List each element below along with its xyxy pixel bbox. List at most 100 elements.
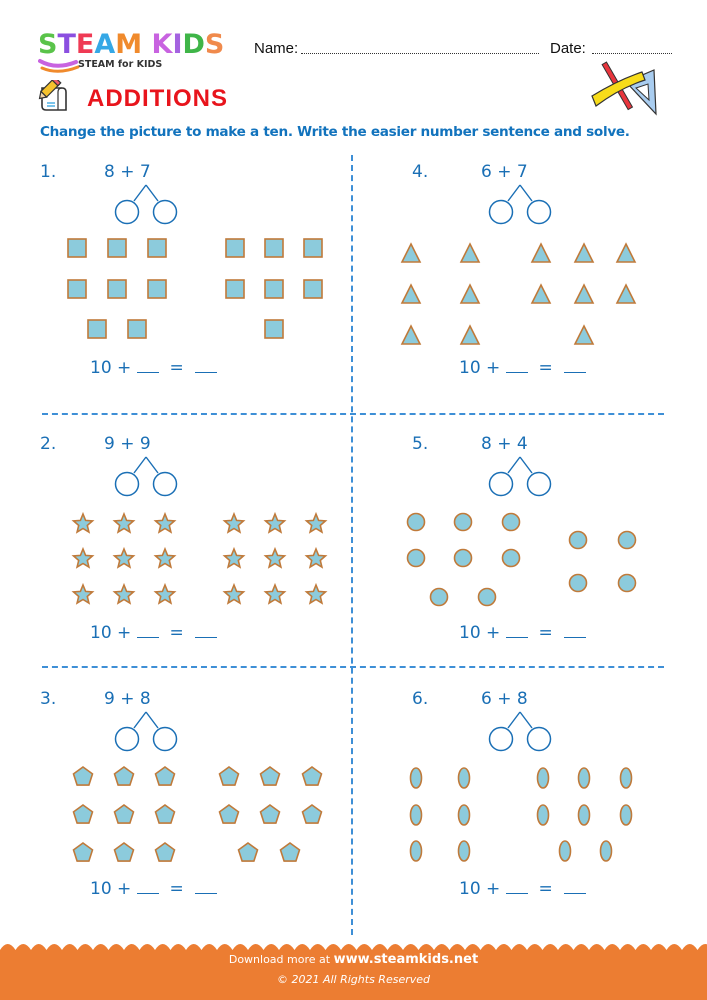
sum-blank[interactable] [563, 621, 586, 638]
vertical-divider [351, 155, 353, 935]
star-shape [222, 546, 246, 569]
star-shape [71, 582, 95, 605]
equation-line: 10 + = [459, 356, 586, 378]
pentagon-shape [301, 766, 323, 786]
pentagon-shape [113, 804, 135, 824]
pentagon-shape [72, 842, 94, 862]
addend-blank[interactable] [505, 356, 528, 373]
bond-circle-left[interactable] [114, 199, 140, 225]
problem-number: 5. [412, 434, 429, 454]
sum-blank[interactable] [563, 356, 586, 373]
pentagon-shape [279, 842, 301, 862]
equation-prefix: 10 + [90, 879, 137, 899]
square-shape [67, 279, 87, 299]
equation-line: 10 + = [90, 877, 217, 899]
pentagon-shape [154, 766, 176, 786]
equation-line: 10 + = [459, 877, 586, 899]
logo-subtitle: STEAM for KIDS [78, 59, 163, 70]
problem-number: 1. [40, 162, 57, 182]
addend-blank[interactable] [136, 621, 159, 638]
star-shape [304, 546, 328, 569]
problem-number: 6. [412, 689, 429, 709]
number-bond [488, 711, 552, 752]
oval-shape [619, 767, 633, 789]
square-shape [147, 238, 167, 258]
footer-url-link[interactable]: www.steamkids.net [333, 952, 479, 967]
problem-expression: 9 + 8 [104, 689, 151, 709]
square-shape [264, 319, 284, 339]
bond-circle-right[interactable] [526, 726, 552, 752]
equation-prefix: 10 + [459, 623, 506, 643]
triangle-shape [530, 242, 552, 263]
bond-circle-left[interactable] [488, 199, 514, 225]
square-shape [264, 238, 284, 258]
triangle-shape [530, 283, 552, 304]
circle-shape [477, 587, 497, 607]
star-shape [153, 511, 177, 534]
square-shape [147, 279, 167, 299]
bond-circle-left[interactable] [488, 471, 514, 497]
pentagon-shape [72, 766, 94, 786]
logo-letter: E [75, 29, 95, 60]
addend-blank[interactable] [136, 877, 159, 894]
logo-letter: A [94, 29, 116, 60]
number-bond [488, 184, 552, 225]
sum-blank[interactable] [194, 877, 217, 894]
problem-expression: 8 + 7 [104, 162, 151, 182]
addend-blank[interactable] [505, 621, 528, 638]
bond-circle-left[interactable] [114, 726, 140, 752]
number-bond [114, 711, 178, 752]
oval-shape [536, 804, 550, 826]
bond-circle-left[interactable] [114, 471, 140, 497]
bond-circle-right[interactable] [152, 726, 178, 752]
equals-sign: = [527, 879, 564, 899]
addend-blank[interactable] [136, 356, 159, 373]
pentagon-shape [259, 766, 281, 786]
triangle-shape [400, 283, 422, 304]
circle-shape [406, 548, 426, 568]
square-shape [225, 238, 245, 258]
pentagon-shape [113, 842, 135, 862]
sum-blank[interactable] [563, 877, 586, 894]
equation-prefix: 10 + [459, 358, 506, 378]
oval-shape [457, 804, 471, 826]
oval-shape [457, 767, 471, 789]
name-field[interactable] [301, 53, 539, 54]
bond-circle-right[interactable] [152, 199, 178, 225]
square-shape [87, 319, 107, 339]
oval-shape [619, 804, 633, 826]
logo-swoosh-icon [38, 59, 80, 73]
equals-sign: = [527, 358, 564, 378]
pentagon-shape [259, 804, 281, 824]
circle-shape [406, 512, 426, 532]
logo-letter: T [57, 29, 76, 60]
star-shape [71, 546, 95, 569]
circle-shape [617, 530, 637, 550]
bond-circle-right[interactable] [526, 199, 552, 225]
date-field[interactable] [592, 53, 672, 54]
pentagon-shape [113, 766, 135, 786]
addend-blank[interactable] [505, 877, 528, 894]
square-shape [303, 238, 323, 258]
pentagon-shape [218, 804, 240, 824]
sum-blank[interactable] [194, 356, 217, 373]
name-label: Name: [254, 40, 299, 57]
square-shape [67, 238, 87, 258]
logo-wordmark: STEAM KIDS [38, 30, 224, 60]
equation-prefix: 10 + [90, 358, 137, 378]
problem-number: 3. [40, 689, 57, 709]
square-shape [303, 279, 323, 299]
sum-blank[interactable] [194, 621, 217, 638]
bond-circle-right[interactable] [526, 471, 552, 497]
circle-shape [568, 573, 588, 593]
star-shape [112, 511, 136, 534]
triangle-shape [459, 242, 481, 263]
square-shape [264, 279, 284, 299]
problem-number: 2. [40, 434, 57, 454]
square-shape [107, 238, 127, 258]
bond-circle-left[interactable] [488, 726, 514, 752]
steam-kids-logo: STEAM KIDS STEAM for KIDS [38, 30, 238, 75]
circle-shape [453, 512, 473, 532]
star-shape [263, 546, 287, 569]
bond-circle-right[interactable] [152, 471, 178, 497]
